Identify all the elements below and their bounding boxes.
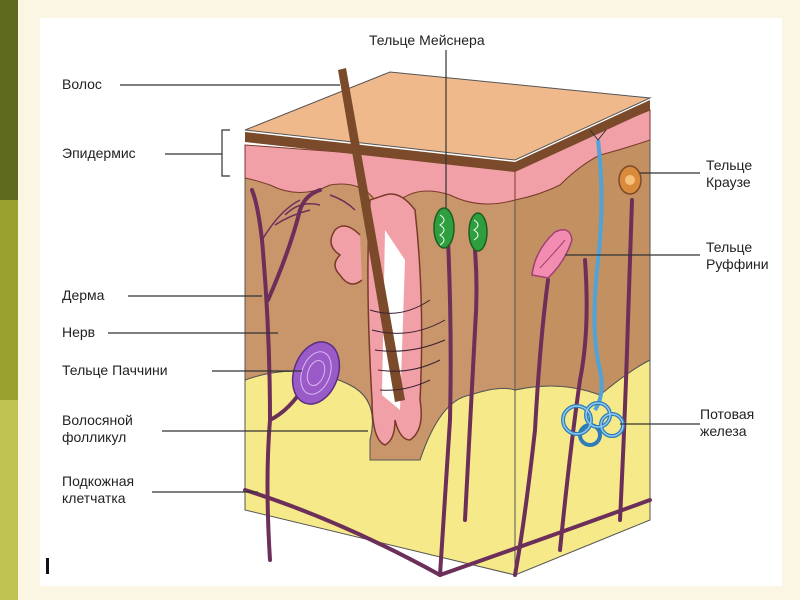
- meissner-corpuscle-1: [433, 207, 455, 249]
- stratum-line-side: [515, 100, 650, 172]
- pacini-corpuscle: [291, 341, 341, 405]
- label-dermis: Дерма: [62, 287, 105, 303]
- label-nerve: Нерв: [62, 324, 96, 340]
- follicle-nerve-plexus: [369, 299, 446, 391]
- label-hair: Волос: [62, 76, 102, 92]
- meissner-corpuscle-2: [468, 212, 488, 252]
- nerve-branches: [261, 194, 356, 241]
- hair-shaft: [338, 68, 405, 402]
- nerve-fibers: [243, 188, 652, 577]
- label-sweat-gland-line2: железа: [700, 423, 747, 439]
- label-meissner-corpuscle: Тельце Мейснера: [369, 32, 485, 48]
- leader-lines: [108, 50, 700, 493]
- label-krause-line1: Тельце: [706, 157, 753, 173]
- epidermis-side: [514, 109, 651, 201]
- slide-accent-bar-top: [0, 0, 18, 200]
- slide-marker: [46, 558, 49, 574]
- label-subcutaneous-line1: Подкожная: [62, 473, 135, 489]
- slide-accent-bar-middle: [0, 200, 18, 400]
- label-pacini-corpuscle: Тельце Паччини: [62, 362, 168, 378]
- stratum-line-front: [245, 132, 515, 172]
- hair-follicle-inner: [382, 230, 405, 410]
- label-subcutaneous-line2: клетчатка: [62, 490, 126, 506]
- slide-accent-bar-bottom: [0, 400, 18, 600]
- label-ruffini-line1: Тельце: [706, 239, 753, 255]
- sebaceous-gland: [330, 225, 363, 285]
- label-ruffini-line2: Руффини: [706, 256, 769, 272]
- label-hair-follicle-line2: фолликул: [62, 429, 127, 445]
- label-krause-line2: Краузе: [706, 174, 751, 190]
- label-hair-follicle-line1: Волосяной: [62, 412, 133, 428]
- sweat-gland-duct: [592, 139, 604, 412]
- label-epidermis: Эпидермис: [62, 145, 136, 161]
- label-sweat-gland-line1: Потовая: [700, 406, 755, 422]
